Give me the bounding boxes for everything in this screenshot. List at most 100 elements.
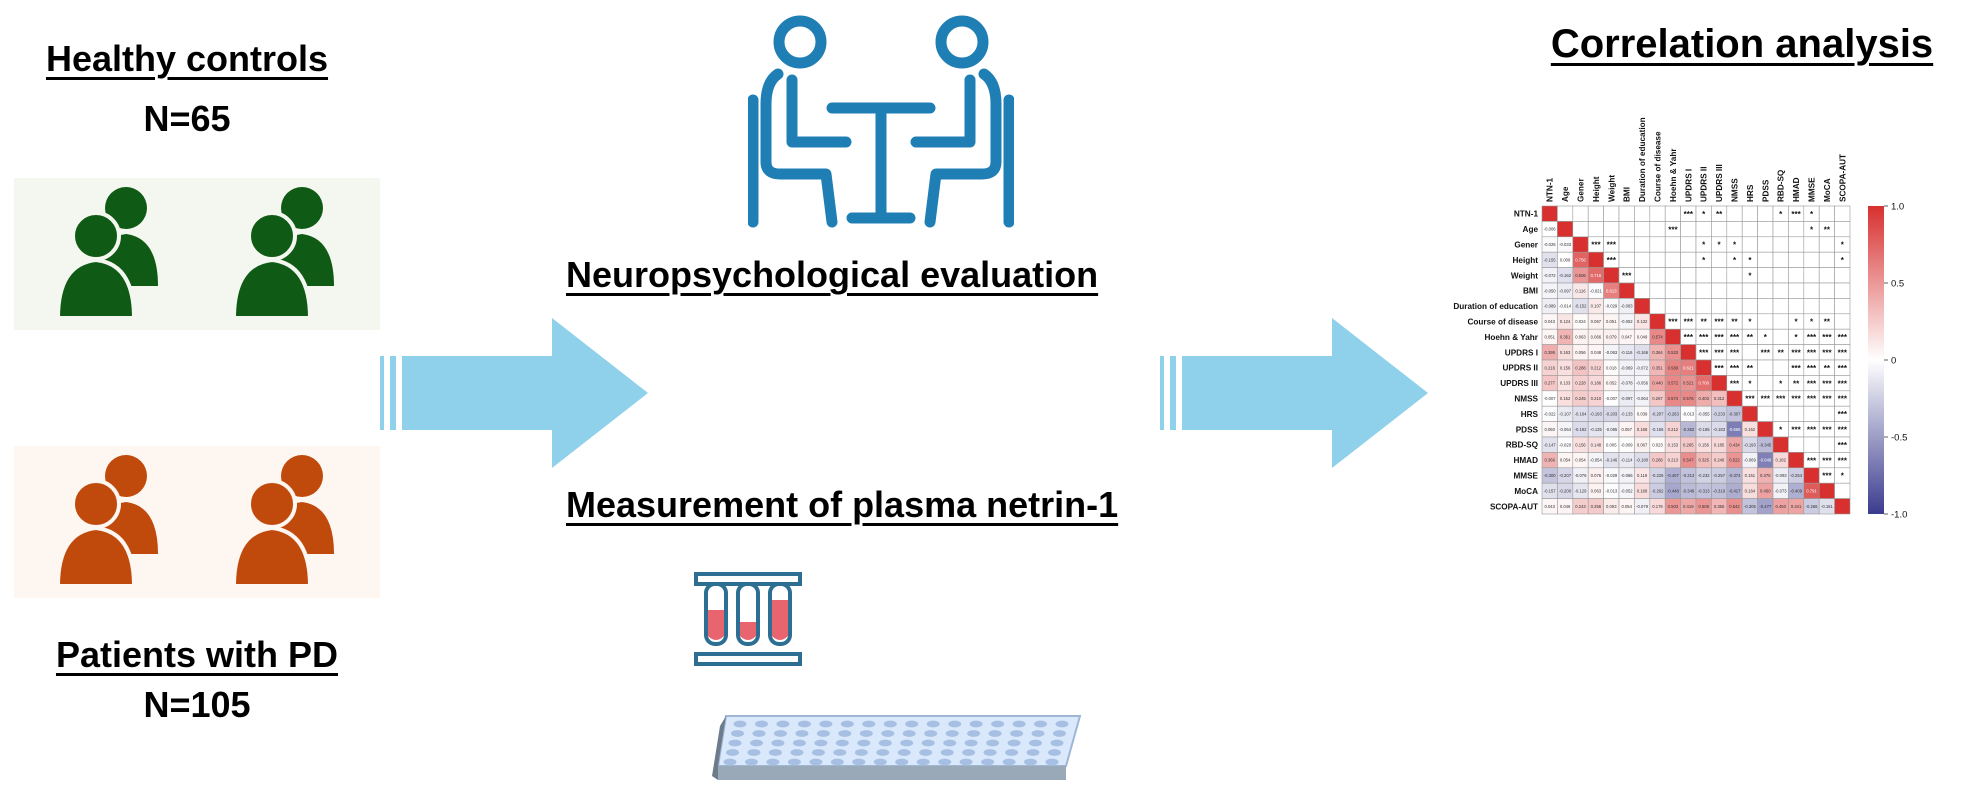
- cell-value-label: -0.079: [1636, 504, 1649, 509]
- cell-value-label: 0.063: [1575, 335, 1586, 340]
- cell-value-label: -0.152: [1575, 304, 1588, 309]
- heatmap-cell: [1757, 236, 1774, 253]
- cell-value-label: -0.409: [1790, 489, 1803, 494]
- plate-well: [773, 730, 787, 737]
- plate-well: [723, 758, 737, 766]
- cell-value-label: -0.155: [1544, 258, 1557, 263]
- significance-mark: ***: [1776, 395, 1786, 404]
- cell-value-label: -0.263: [1667, 412, 1680, 417]
- heatmap-cell: [1834, 205, 1851, 222]
- cell-value-label: 0.574: [1652, 335, 1663, 340]
- heatmap-cell: [1649, 221, 1666, 238]
- column-label: UPDRS II: [1700, 167, 1709, 203]
- cell-value-label: 0.079: [1606, 335, 1617, 340]
- cell-value-label: -0.226: [1652, 473, 1665, 478]
- plate-well: [1005, 749, 1019, 756]
- cell-value-label: 0.791: [1806, 489, 1817, 494]
- plate-well: [964, 739, 978, 747]
- significance-mark: ***: [1822, 395, 1832, 404]
- row-label: Gener: [1514, 241, 1538, 250]
- cell-value-label: 0.156: [1698, 442, 1709, 447]
- significance-mark: ***: [1838, 333, 1848, 342]
- plate-well: [895, 758, 909, 766]
- cell-value-label: 0.056: [1575, 350, 1586, 355]
- heatmap-cell: [1788, 251, 1805, 268]
- heatmap-cell: [1649, 267, 1666, 284]
- cell-value-label: -0.166: [1636, 350, 1649, 355]
- column-label: Height: [1592, 176, 1601, 202]
- cell-value-label: 0.277: [1544, 381, 1555, 386]
- plate-well: [833, 749, 847, 756]
- cell-value-label: 0.212: [1668, 427, 1679, 432]
- cell-value-label: -0.232: [1698, 473, 1711, 478]
- significance-mark: **: [1747, 364, 1754, 373]
- heatmap-cell: [1572, 236, 1589, 253]
- heatmap-cell: [1741, 236, 1758, 253]
- heatmap-cell: [1757, 205, 1774, 222]
- heatmap-cell: [1803, 251, 1820, 268]
- plate-well: [747, 749, 761, 756]
- plate-well: [787, 758, 801, 766]
- column-label: RBD-SQ: [1777, 169, 1786, 202]
- heatmap-cell: [1634, 298, 1651, 315]
- row-label: Duration of education: [1453, 302, 1538, 311]
- heatmap-cell: [1664, 282, 1681, 299]
- healthy-controls-panel: [14, 178, 380, 330]
- cell-value-label: 0.716: [1591, 273, 1602, 278]
- cell-value-label: -0.266: [1806, 504, 1819, 509]
- cell-value-label: -0.013: [1682, 412, 1695, 417]
- row-label: Age: [1523, 225, 1539, 234]
- cell-value-label: -0.305: [1744, 504, 1757, 509]
- plate-well: [916, 758, 930, 766]
- significance-mark: ***: [1730, 349, 1740, 358]
- significance-mark: ***: [1761, 395, 1771, 404]
- significance-mark: *: [1810, 210, 1814, 219]
- cell-value-label: 0.067: [1637, 442, 1648, 447]
- heatmap-cell: [1634, 236, 1651, 253]
- cell-value-label: 0.133: [1560, 381, 1571, 386]
- cell-value-label: -0.029: [1605, 304, 1618, 309]
- cell-value-label: -0.162: [1559, 273, 1572, 278]
- heatmap-cell: [1634, 267, 1651, 284]
- cell-value-label: -0.013: [1605, 489, 1618, 494]
- cell-value-label: -0.300: [1544, 473, 1557, 478]
- cell-value-label: -0.056: [1636, 381, 1649, 386]
- plate-well: [840, 720, 854, 728]
- cell-value-label: 0.325: [1698, 458, 1709, 463]
- significance-mark: ***: [1838, 379, 1848, 388]
- heatmap-cell: [1618, 251, 1635, 268]
- row-label: Course of disease: [1467, 318, 1538, 327]
- cell-value-label: 0.152: [1560, 396, 1571, 401]
- heatmap-cell: [1634, 221, 1651, 238]
- cell-value-label: 0.574: [1668, 396, 1679, 401]
- cell-value-label: 0.213: [1668, 458, 1679, 463]
- significance-mark: ***: [1699, 349, 1709, 358]
- plate-well: [1024, 758, 1037, 766]
- plate-well: [1002, 758, 1016, 766]
- cell-value-label: 0.163: [1560, 350, 1571, 355]
- cell-value-label: 0.450: [1760, 489, 1771, 494]
- cell-value-label: 0.052: [1606, 381, 1617, 386]
- plate-well: [1034, 720, 1047, 728]
- cell-value-label: 0.376: [1760, 473, 1771, 478]
- plate-well: [811, 749, 825, 756]
- cell-value-label: -0.254: [1790, 473, 1803, 478]
- heatmap-cell: [1772, 267, 1789, 284]
- significance-mark: **: [1824, 225, 1831, 234]
- cell-value-label: 0.076: [1591, 473, 1602, 478]
- cell-value-label: -0.477: [1759, 504, 1772, 509]
- heatmap-cell: [1680, 251, 1697, 268]
- heatmap-cell: [1557, 205, 1574, 222]
- cell-value-label: -0.151: [1821, 504, 1834, 509]
- cell-value-label: -0.656: [1729, 427, 1742, 432]
- cell-value-label: 0.216: [1544, 365, 1555, 370]
- cell-value-label: 0.043: [1544, 504, 1555, 509]
- plate-well: [795, 730, 809, 737]
- heatmap-cell: [1803, 467, 1820, 484]
- heatmap-cell: [1772, 359, 1789, 376]
- plasma-netrin-measurement-title: Measurement of plasma netrin-1: [566, 484, 1119, 525]
- cell-value-label: 0.533: [1668, 350, 1679, 355]
- healthy-controls-count: N=65: [143, 98, 231, 139]
- heatmap-cell: [1557, 221, 1574, 238]
